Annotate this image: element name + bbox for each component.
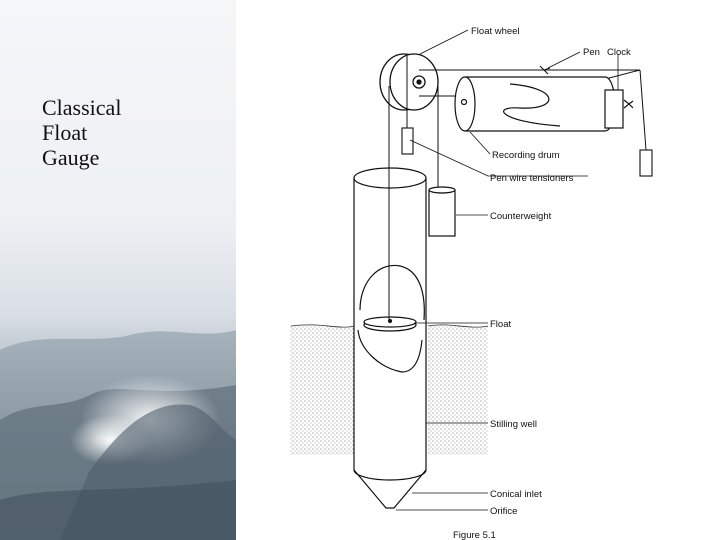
pen-wire-tensioner-right [639, 149, 653, 177]
ocean-wave-image [0, 330, 236, 540]
wires [388, 56, 647, 321]
label-conical-inlet: Conical inlet [490, 489, 542, 500]
recording-drum [454, 76, 634, 132]
title-line-3: Gauge [42, 144, 100, 170]
counterweight [428, 186, 456, 237]
slide-sidebar-ocean-wave: Classical Float Gauge [0, 0, 236, 540]
slide-title: Classical Float Gauge [42, 95, 222, 171]
label-float-wheel: Float wheel [471, 26, 520, 37]
label-float: Float [490, 319, 511, 330]
label-counterweight: Counterweight [490, 211, 552, 222]
label-pen: Pen [583, 47, 600, 58]
float-gauge-diagram: Float wheel Pen Clock Recording drum Pen… [290, 26, 653, 540]
label-figure-number: Figure 5.1 [453, 530, 496, 540]
pen [539, 65, 551, 75]
label-pen-wire-tensioners: Pen wire tensioners [490, 173, 574, 184]
stilling-well [353, 167, 427, 509]
label-orifice: Orifice [490, 506, 517, 517]
title-line-1: Classical [42, 95, 122, 120]
water-body [290, 324, 489, 455]
title-line-2: Float [42, 119, 88, 145]
label-recording-drum: Recording drum [492, 150, 560, 161]
label-clock: Clock [607, 47, 631, 58]
label-stilling-well: Stilling well [490, 419, 537, 430]
label-leaders [396, 29, 619, 511]
